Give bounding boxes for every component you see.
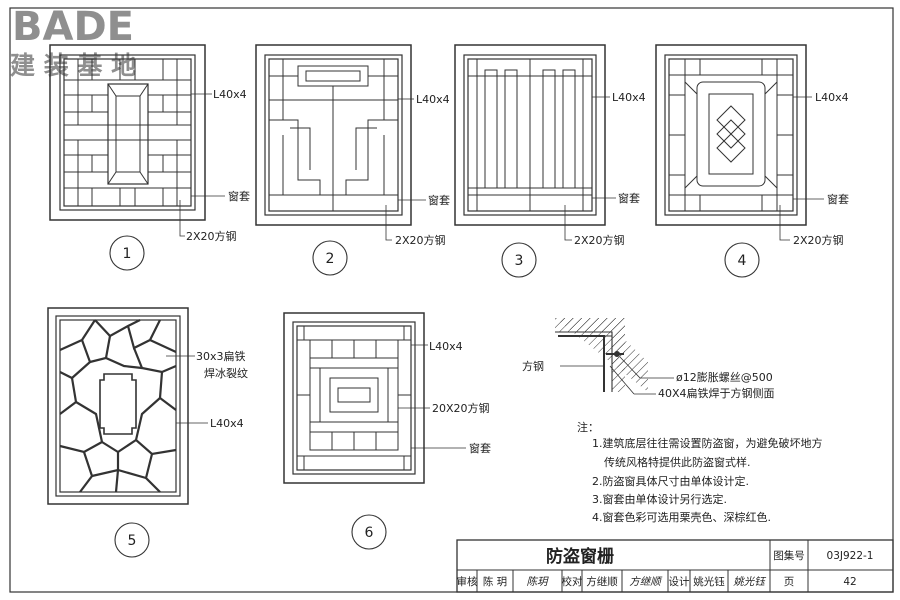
window-5 <box>47 307 189 505</box>
window-3 <box>454 44 606 226</box>
window-2-callout-bar: 2X20方钢 <box>395 233 446 247</box>
window-1-lattice <box>64 59 191 206</box>
watermark-subtitle: 建 装 基 地 <box>10 51 136 80</box>
window-5-callouts <box>166 355 208 424</box>
window-2-callouts <box>385 98 426 241</box>
title-block-review-label: 审核 <box>457 575 478 588</box>
watermark: BADE 建 装 基 地 <box>10 4 136 80</box>
note-3: 3.窗套由单体设计另行选定. <box>592 492 727 506</box>
window-3-callout-frame: L40x4 <box>612 91 646 104</box>
window-2-callout-frame: L40x4 <box>416 93 450 106</box>
window-6-callout-bar: 20X20方钢 <box>432 401 490 415</box>
title-block-page-value: 42 <box>843 576 856 588</box>
window-5-callout-flatbar: 30x3扁铁 <box>196 350 246 363</box>
window-1 <box>49 44 206 221</box>
window-3-lattice <box>468 59 592 211</box>
note-2: 2.防盗窗具体尺寸由单体设计定. <box>592 474 749 488</box>
window-4-callout-bar: 2X20方钢 <box>793 233 844 247</box>
detail-label-flatbar: 40X4扁铁焊于方钢侧面 <box>658 386 775 400</box>
title-block-atlas-value: 03J922-1 <box>827 550 874 562</box>
window-2 <box>255 44 412 226</box>
note-1-cont: 传统风格特提供此防盗窗式样. <box>604 455 751 469</box>
title-block-page-label: 页 <box>784 576 795 588</box>
window-6-number-circle <box>351 514 387 550</box>
window-3-callout-casing: 窗套 <box>618 191 640 205</box>
detail-label-bolt: ø12膨胀螺丝@500 <box>676 370 773 384</box>
window-5-callout-weld: 焊冰裂纹 <box>204 366 248 380</box>
title-block-design-signature: 姚光钰 <box>733 576 766 588</box>
window-6-lattice <box>297 326 411 470</box>
window-6 <box>283 312 425 484</box>
window-6-number: 6 <box>365 525 374 541</box>
window-4 <box>655 44 807 226</box>
detail-label-square-bar: 方钢 <box>522 359 544 373</box>
window-4-number: 4 <box>738 253 747 269</box>
window-4-number-circle <box>724 242 760 278</box>
title-block-title: 防盗窗栅 <box>546 546 614 567</box>
window-1-callout-frame: L40x4 <box>213 88 247 101</box>
notes: 注： 1.建筑底层往往需设置防盗窗，为避免破坏地方 传统风格特提供此防盗窗式样.… <box>577 420 823 524</box>
window-3-callouts <box>564 96 616 241</box>
window-2-lattice <box>269 59 398 211</box>
window-5-number: 5 <box>128 533 137 549</box>
title-block <box>456 539 894 593</box>
note-4: 4.窗套色彩可选用栗壳色、深棕红色. <box>592 510 771 524</box>
window-1-callout-casing: 窗套 <box>228 189 250 203</box>
window-5-callout-frame: L40x4 <box>210 417 244 430</box>
window-4-callout-frame: L40x4 <box>815 91 849 104</box>
window-1-callout-bar: 2X20方钢 <box>186 229 237 243</box>
window-2-number: 2 <box>326 251 335 267</box>
window-2-number-circle <box>312 240 348 276</box>
window-1-number: 1 <box>123 246 132 262</box>
window-3-number: 3 <box>515 253 524 269</box>
window-2-callout-casing: 窗套 <box>428 193 450 207</box>
window-4-lattice <box>669 59 793 211</box>
window-5-ice-crack-lattice <box>59 319 177 493</box>
watermark-brand: BADE <box>12 4 134 50</box>
window-3-callout-bar: 2X20方钢 <box>574 233 625 247</box>
window-6-callout-casing: 窗套 <box>469 441 491 455</box>
window-6-callout-frame: L40x4 <box>429 340 463 353</box>
installation-detail <box>555 318 648 392</box>
window-1-number-circle <box>109 235 145 271</box>
window-5-number-circle <box>114 522 150 558</box>
title-block-atlas-label: 图集号 <box>773 549 805 562</box>
title-block-review-signature: 陈玥 <box>527 576 549 588</box>
window-6-callouts <box>398 344 466 449</box>
window-4-callouts <box>779 96 824 241</box>
title-block-check-signature: 方继顺 <box>629 576 663 588</box>
title-block-designer: 姚光钰 <box>693 575 725 588</box>
window-3-number-circle <box>501 242 537 278</box>
title-block-design-label: 设计 <box>669 575 690 588</box>
window-4-callout-casing: 窗套 <box>827 192 849 206</box>
title-block-reviewer: 陈 玥 <box>483 575 507 588</box>
note-1: 1.建筑底层往往需设置防盗窗，为避免破坏地方 <box>592 436 823 450</box>
title-block-check-label: 校对 <box>562 575 583 588</box>
title-block-checker: 方继顺 <box>586 575 618 588</box>
window-1-callouts <box>179 93 225 237</box>
sheet-border <box>9 7 894 593</box>
notes-heading: 注： <box>577 420 599 434</box>
installation-detail-callouts <box>560 356 674 395</box>
